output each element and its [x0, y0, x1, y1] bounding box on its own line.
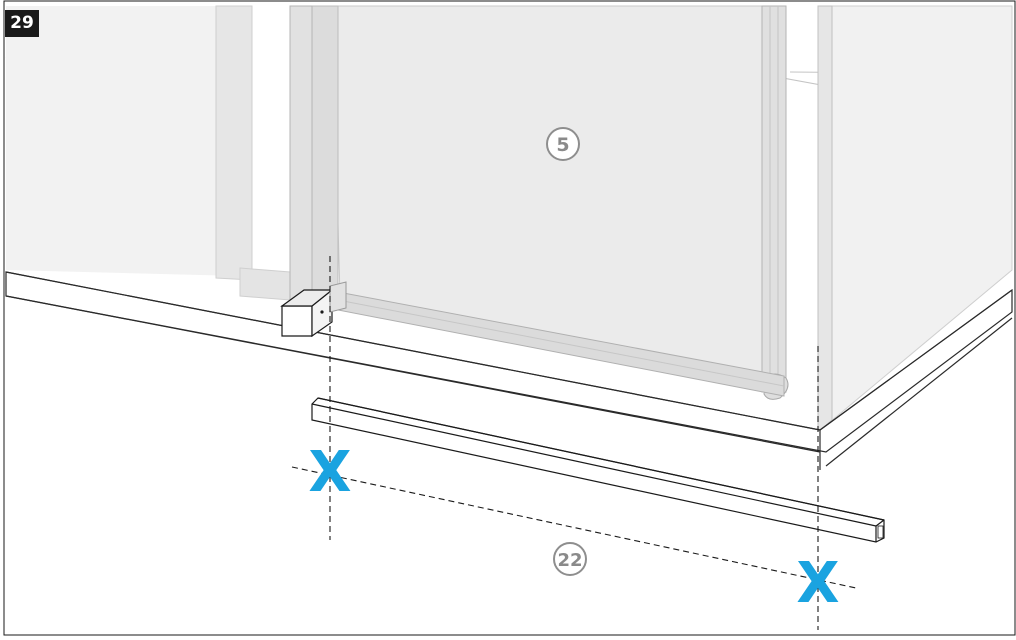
shower-tray — [5, 271, 1013, 470]
callout-panel-label: 5 — [556, 134, 569, 156]
right-door-profile — [761, 5, 789, 400]
glass-panel — [289, 5, 769, 379]
right-wall-panel — [817, 5, 1013, 434]
right-cut-mark: X — [796, 551, 839, 616]
alignment-guides — [291, 256, 857, 630]
bottom-bracket — [280, 281, 347, 338]
callout-profile-label: 22 — [557, 550, 582, 571]
step-number-badge: 29 — [5, 10, 39, 37]
callout-profile-22: 22 — [553, 542, 587, 576]
bottom-profile-bar — [311, 397, 885, 543]
page-border — [3, 0, 1016, 636]
left-wall-panel — [6, 5, 291, 301]
callout-panel-5: 5 — [546, 127, 580, 161]
left-cut-mark: X — [308, 440, 351, 505]
